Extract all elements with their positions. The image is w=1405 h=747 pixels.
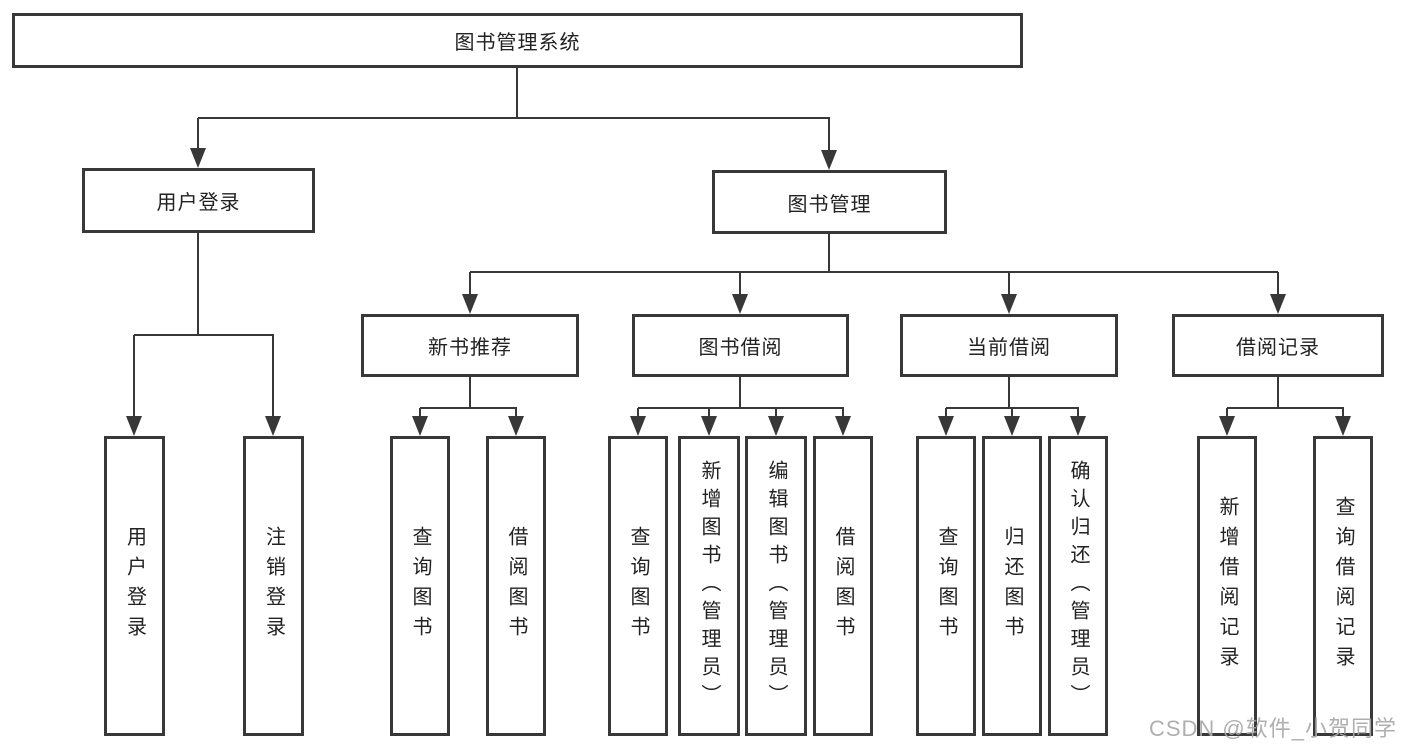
node-book-mgmt: 图书管理 bbox=[712, 170, 947, 234]
connector-drop-return-book bbox=[1011, 408, 1013, 420]
watermark: CSDN @软件_小贺同学 bbox=[1148, 716, 1397, 741]
node-root: 图书管理系统 bbox=[12, 13, 1023, 68]
connector-root-branch bbox=[198, 117, 830, 119]
leaf-confirm-return: 确认归还（管理员） bbox=[1048, 436, 1108, 736]
leaf-query-record-label: 查询借阅记录 bbox=[1332, 496, 1354, 676]
leaf-add-book: 新增图书（管理员） bbox=[678, 436, 740, 736]
leaf-borrow-book-2-label: 借阅图书 bbox=[832, 526, 854, 646]
leaf-user-login-label: 用户登录 bbox=[123, 526, 146, 646]
leaf-query-book-1: 查询图书 bbox=[390, 436, 450, 736]
arrow-new-book-rec bbox=[462, 294, 478, 314]
arrow-query-book-3 bbox=[938, 416, 954, 436]
arrow-add-record bbox=[1219, 416, 1235, 436]
arrow-current-borrow bbox=[1001, 294, 1017, 314]
connector-root-stem bbox=[516, 68, 518, 118]
connector-drop-current-borrow bbox=[1008, 272, 1010, 298]
leaf-borrow-book-1-label: 借阅图书 bbox=[505, 526, 527, 646]
arrow-query-book-1 bbox=[412, 416, 428, 436]
connector-drop-query-book-3 bbox=[945, 408, 947, 420]
connector-drop-confirm-return bbox=[1077, 408, 1079, 420]
leaf-query-book-1-label: 查询图书 bbox=[409, 526, 431, 646]
connector-drop-new-book-rec bbox=[469, 272, 471, 298]
connector-drop-borrow-book-1 bbox=[515, 408, 517, 420]
leaf-confirm-return-label: 确认归还（管理员） bbox=[1067, 460, 1089, 712]
connector-drop-borrow-record bbox=[1277, 272, 1279, 298]
node-book-mgmt-label: 图书管理 bbox=[787, 193, 872, 216]
connector-drop-user-login bbox=[197, 118, 199, 152]
leaf-logout: 注销登录 bbox=[243, 436, 304, 736]
connector-book-borrow-branch bbox=[638, 407, 844, 409]
arrow-book-mgmt bbox=[821, 150, 837, 170]
connector-drop-book-borrow bbox=[739, 272, 741, 298]
connector-drop-query-book-2 bbox=[637, 408, 639, 420]
arrow-return-book bbox=[1004, 416, 1020, 436]
leaf-logout-label: 注销登录 bbox=[262, 526, 285, 646]
arrow-query-book-2 bbox=[630, 416, 646, 436]
connector-user-login-stem bbox=[197, 233, 199, 335]
connector-current-borrow-stem bbox=[1008, 377, 1010, 408]
leaf-edit-book: 编辑图书（管理员） bbox=[745, 436, 807, 736]
leaf-borrow-book-2: 借阅图书 bbox=[813, 436, 873, 736]
node-borrow-record: 借阅记录 bbox=[1172, 314, 1384, 377]
leaf-query-book-2: 查询图书 bbox=[608, 436, 668, 736]
leaf-edit-book-label: 编辑图书（管理员） bbox=[765, 460, 787, 712]
connector-user-login-branch bbox=[134, 334, 274, 336]
leaf-return-book-label: 归还图书 bbox=[1001, 526, 1023, 646]
leaf-user-login: 用户登录 bbox=[104, 436, 165, 736]
connector-new-book-rec-branch bbox=[420, 407, 517, 409]
arrow-confirm-return bbox=[1070, 416, 1086, 436]
connector-drop-leaf-logout bbox=[272, 335, 274, 418]
connector-drop-edit-book bbox=[775, 408, 777, 420]
arrow-leaf-user-login bbox=[126, 416, 142, 436]
leaf-add-book-label: 新增图书（管理员） bbox=[698, 460, 720, 712]
connector-drop-book-mgmt bbox=[828, 118, 830, 154]
node-user-login-label: 用户登录 bbox=[156, 192, 241, 214]
connector-book-mgmt-stem bbox=[828, 234, 830, 272]
arrow-edit-book bbox=[768, 416, 784, 436]
connector-drop-leaf-user-login bbox=[133, 335, 135, 418]
arrow-user-login bbox=[190, 148, 206, 168]
connector-drop-add-book bbox=[708, 408, 710, 420]
node-new-book-rec-label: 新书推荐 bbox=[428, 337, 512, 359]
connector-borrow-record-stem bbox=[1277, 377, 1279, 408]
connector-drop-query-book-1 bbox=[419, 408, 421, 420]
node-root-label: 图书管理系统 bbox=[454, 32, 581, 54]
arrow-borrow-book-2 bbox=[835, 416, 851, 436]
leaf-borrow-book-1: 借阅图书 bbox=[486, 436, 546, 736]
leaf-add-record: 新增借阅记录 bbox=[1197, 436, 1257, 736]
arrow-borrow-record bbox=[1270, 294, 1286, 314]
connector-new-book-rec-stem bbox=[469, 377, 471, 408]
node-current-borrow-label: 当前借阅 bbox=[967, 337, 1051, 359]
node-user-login: 用户登录 bbox=[82, 168, 315, 233]
arrow-leaf-logout bbox=[265, 416, 281, 436]
node-borrow-record-label: 借阅记录 bbox=[1236, 337, 1320, 359]
leaf-query-book-3-label: 查询图书 bbox=[935, 526, 957, 646]
leaf-return-book: 归还图书 bbox=[982, 436, 1042, 736]
leaf-query-book-3: 查询图书 bbox=[916, 436, 976, 736]
connector-book-mgmt-branch bbox=[470, 271, 1278, 273]
arrow-query-record bbox=[1335, 416, 1351, 436]
connector-borrow-record-branch bbox=[1227, 407, 1344, 409]
connector-drop-borrow-book-2 bbox=[842, 408, 844, 420]
leaf-add-record-label: 新增借阅记录 bbox=[1216, 496, 1238, 676]
node-book-borrow: 图书借阅 bbox=[632, 314, 849, 377]
node-current-borrow: 当前借阅 bbox=[900, 314, 1118, 377]
arrow-book-borrow bbox=[732, 294, 748, 314]
node-new-book-rec: 新书推荐 bbox=[361, 314, 579, 377]
connector-drop-query-record bbox=[1342, 408, 1344, 420]
connector-drop-add-record bbox=[1226, 408, 1228, 420]
leaf-query-book-2-label: 查询图书 bbox=[627, 526, 649, 646]
arrow-borrow-book-1 bbox=[508, 416, 524, 436]
connector-book-borrow-stem bbox=[739, 377, 741, 408]
leaf-query-record: 查询借阅记录 bbox=[1313, 436, 1373, 736]
node-book-borrow-label: 图书借阅 bbox=[698, 337, 783, 359]
arrow-add-book bbox=[701, 416, 717, 436]
